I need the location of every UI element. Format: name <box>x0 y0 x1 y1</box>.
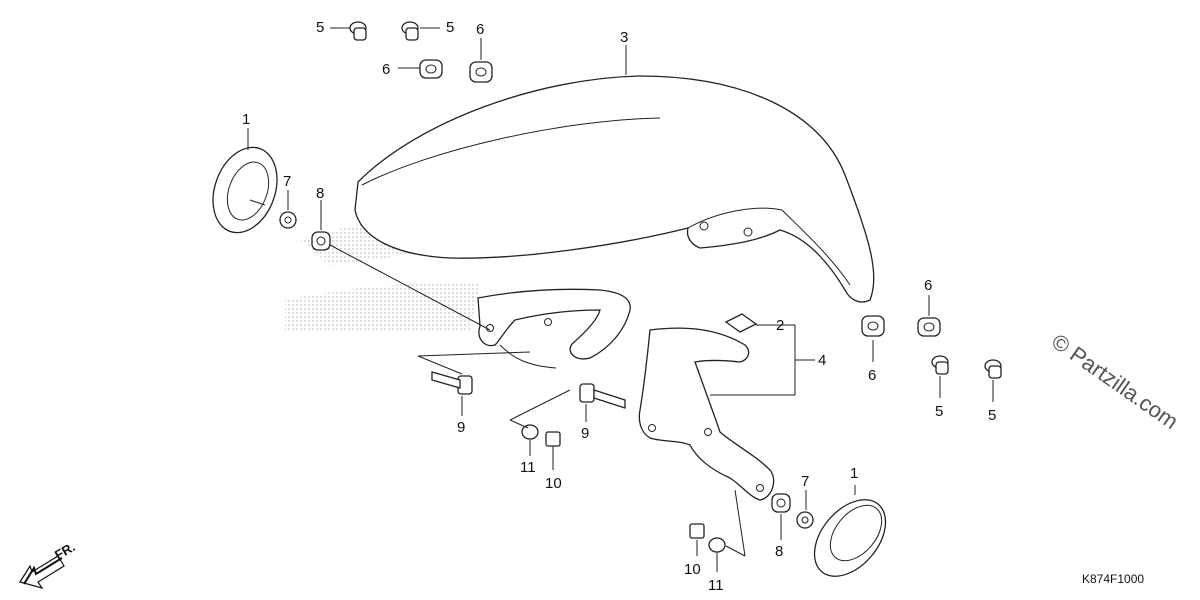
callout-11-lower: 11 <box>708 577 724 594</box>
grommet-6b[interactable] <box>469 61 493 83</box>
washer-11-upper[interactable] <box>521 424 539 440</box>
front-direction-arrow: FR. <box>19 539 78 590</box>
callout-4: 4 <box>818 352 826 369</box>
watermark: © Partzilla.com <box>1047 329 1183 435</box>
callout-5-b: 5 <box>446 19 454 36</box>
callout-1-right: 1 <box>850 465 858 482</box>
bolt-9-left[interactable] <box>431 371 473 395</box>
grommet-6d[interactable] <box>917 317 941 337</box>
callout-1-left: 1 <box>242 111 250 128</box>
callout-9-right: 9 <box>581 425 589 442</box>
reflector-right[interactable] <box>800 486 899 589</box>
flange-nut-10-upper[interactable] <box>545 431 561 447</box>
bolt-9-right[interactable] <box>579 383 626 409</box>
leader-lines <box>247 27 994 572</box>
washer-11-lower[interactable] <box>708 537 726 553</box>
grommet-6a[interactable] <box>419 59 443 79</box>
callout-6-c: 6 <box>868 367 876 384</box>
callout-6-d: 6 <box>924 277 932 294</box>
collar-5a[interactable] <box>349 21 367 41</box>
washer-7-left[interactable] <box>279 211 297 229</box>
callout-10-upper: 10 <box>545 475 562 492</box>
callout-6-a: 6 <box>382 61 390 78</box>
nut-8-left[interactable] <box>311 231 331 251</box>
callout-10-lower: 10 <box>684 561 701 578</box>
collar-5b[interactable] <box>401 21 419 41</box>
diagram-code: K874F1000 <box>1082 572 1144 586</box>
callout-7-right: 7 <box>801 473 809 490</box>
clip-part[interactable] <box>724 313 758 333</box>
callout-5-d: 5 <box>988 407 996 424</box>
callout-2: 2 <box>776 317 784 334</box>
callout-5-c: 5 <box>935 403 943 420</box>
grommet-6c[interactable] <box>861 315 885 337</box>
callout-6-b: 6 <box>476 21 484 38</box>
washer-7-right[interactable] <box>796 511 814 529</box>
callout-7-left: 7 <box>283 173 291 190</box>
flange-nut-10-lower[interactable] <box>689 523 705 539</box>
front-fender[interactable] <box>354 75 875 303</box>
callout-11-upper: 11 <box>520 459 536 476</box>
fender-stay[interactable] <box>477 288 775 501</box>
callout-9-left: 9 <box>457 419 465 436</box>
callout-5-a: 5 <box>316 19 324 36</box>
callout-3: 3 <box>620 29 628 46</box>
collar-5d[interactable] <box>984 359 1002 379</box>
collar-5c[interactable] <box>931 355 949 375</box>
callout-8-right: 8 <box>775 543 783 560</box>
callout-8-left: 8 <box>316 185 324 202</box>
callout-labels: 3 1 1 7 7 8 8 5 5 5 5 6 6 6 6 2 4 9 9 11… <box>242 19 996 594</box>
reflector-left[interactable] <box>202 138 288 241</box>
nut-8-right[interactable] <box>771 493 791 513</box>
